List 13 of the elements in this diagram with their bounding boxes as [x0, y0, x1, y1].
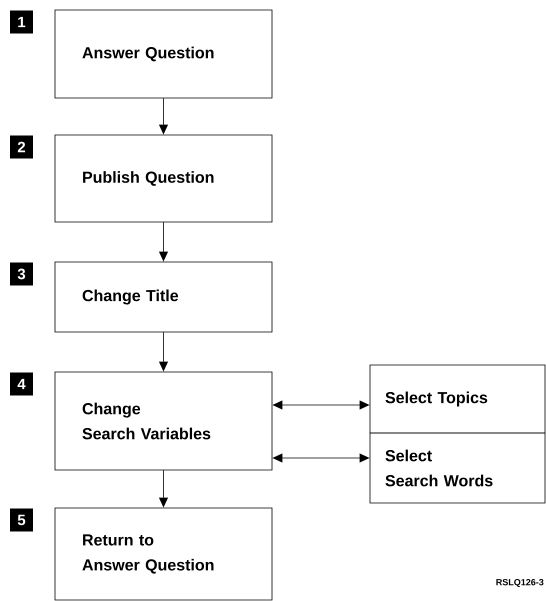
process-box: Select Search Words	[370, 432, 546, 504]
callout-number: 3	[10, 262, 33, 286]
callout-number: 1	[10, 10, 33, 34]
callout-number: 5	[10, 508, 33, 532]
process-box: Answer Question	[54, 10, 272, 98]
callout-number: 4	[10, 372, 33, 396]
figure-code: RSLQ126-3	[496, 578, 544, 588]
process-box: Change Title	[54, 262, 272, 332]
process-box: Change Search Variables	[54, 372, 272, 470]
process-box: Return to Answer Question	[54, 508, 272, 600]
process-box: Select Topics	[370, 364, 546, 434]
process-box: Publish Question	[54, 134, 272, 222]
callout-number: 2	[10, 136, 33, 158]
